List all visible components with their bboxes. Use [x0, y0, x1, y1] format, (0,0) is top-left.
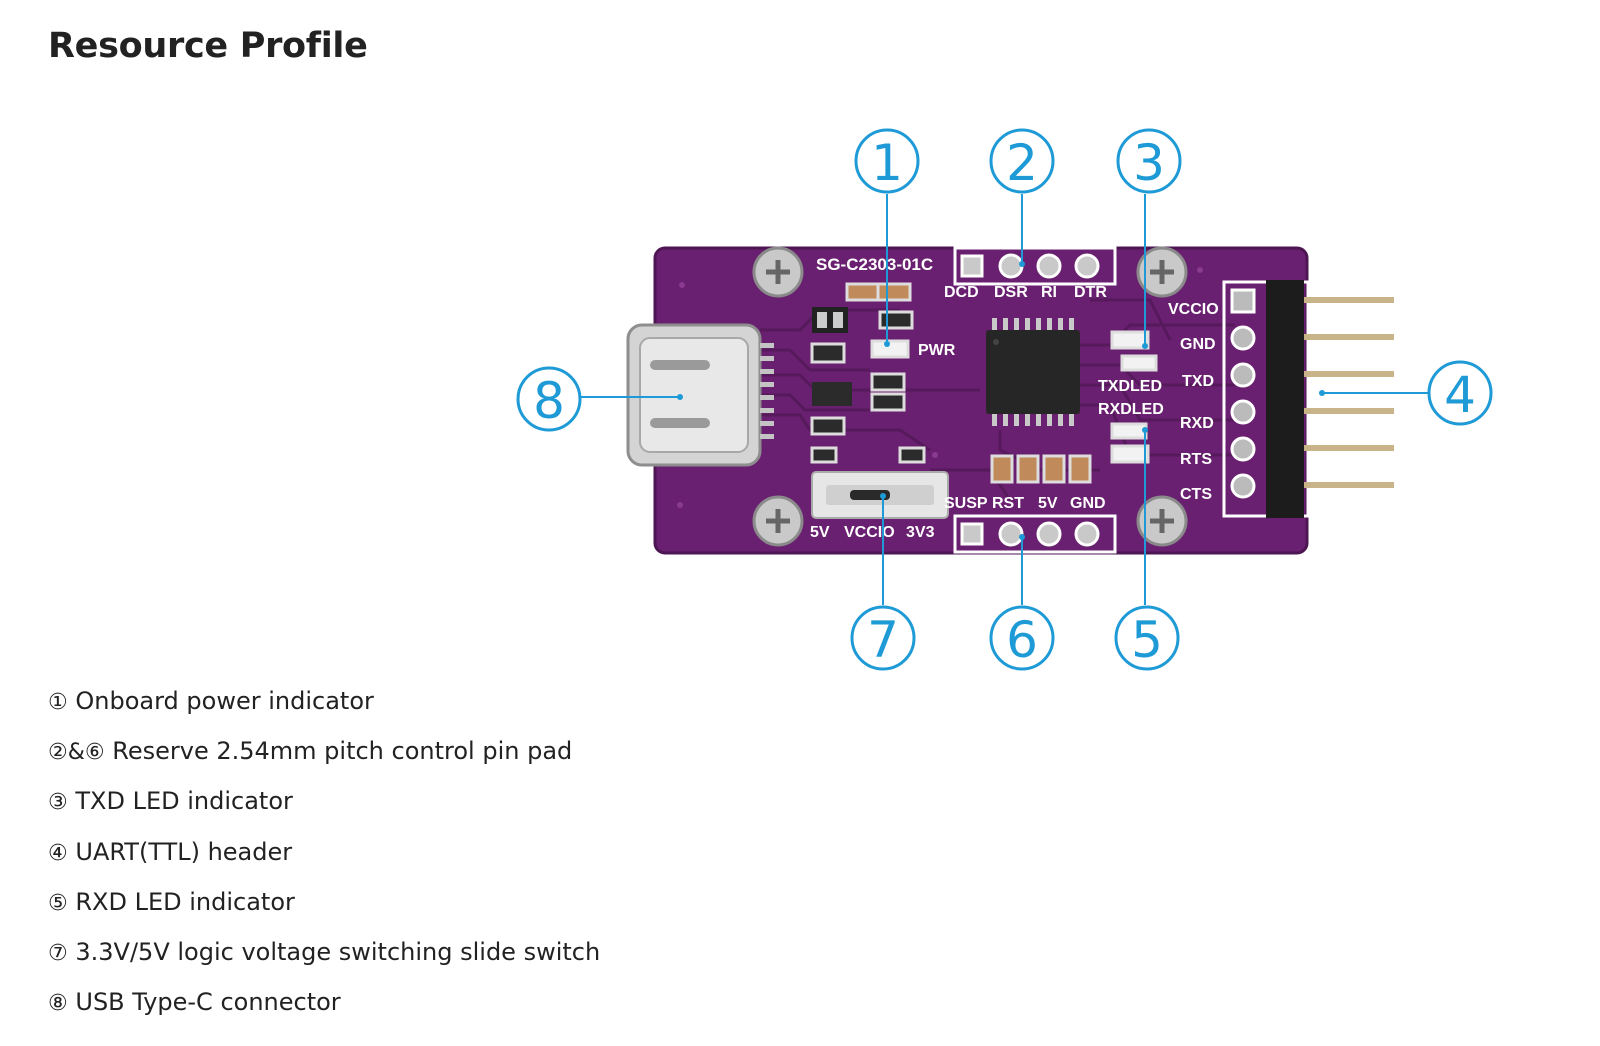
- callout-7-number: 7: [867, 611, 899, 669]
- resource-marker: ④: [48, 840, 68, 866]
- resource-marker: ⑤: [48, 890, 68, 916]
- uart-pin-label-vccio: VCCIO: [1168, 301, 1219, 318]
- callout-leaders: [581, 194, 1428, 605]
- top-pin-label-dtr: DTR: [1074, 284, 1107, 301]
- screw-icon: [752, 495, 804, 547]
- bottom-pin-pads: [953, 514, 1117, 554]
- callout-2-number: 2: [1006, 134, 1038, 192]
- callout-6-circle: [989, 605, 1055, 671]
- resource-text: RXD LED indicator: [75, 887, 295, 916]
- callout-3-circle: [1116, 128, 1182, 194]
- switch-label-vccio: VCCIO: [844, 524, 895, 541]
- resource-text: USB Type-C connector: [75, 988, 341, 1017]
- resource-item: ③ TXD LED indicator: [48, 776, 600, 826]
- uart-pin-label-gnd: GND: [1180, 336, 1216, 353]
- resource-item: ⑧ USB Type-C connector: [48, 977, 600, 1027]
- resource-item: ②&⑥ Reserve 2.54mm pitch control pin pad: [48, 726, 600, 776]
- screw-icon: [1136, 246, 1188, 298]
- bottom-pin-label-susp: SUSP: [944, 495, 988, 512]
- callout-3-number: 3: [1133, 134, 1165, 192]
- uart-pin-label-rts: RTS: [1180, 451, 1212, 468]
- callout-5-circle: [1114, 605, 1180, 671]
- switch-label-3v3: 3V3: [906, 524, 935, 541]
- resource-marker: ③: [48, 790, 68, 816]
- uart-pin-label-txd: TXD: [1182, 373, 1214, 390]
- resource-item: ⑤ RXD LED indicator: [48, 877, 600, 927]
- bottom-pin-label-rst: RST: [992, 495, 1024, 512]
- resource-list: ① Onboard power indicator ②&⑥ Reserve 2.…: [48, 676, 600, 1027]
- resource-marker: ⑧: [48, 991, 68, 1017]
- page-title: Resource Profile: [48, 26, 368, 66]
- board-figure: SG-C2303-01C PWR DCD DSR RI DTR SUSP RST…: [516, 128, 1493, 671]
- smd-components: [810, 282, 1158, 484]
- resource-text: TXD LED indicator: [75, 787, 293, 816]
- resource-text: 3.3V/5V logic voltage switching slide sw…: [75, 937, 601, 966]
- txd-led-label: TXDLED: [1098, 378, 1162, 395]
- pwr-label: PWR: [918, 342, 956, 359]
- callout-dots: [677, 261, 1325, 540]
- callout-4-circle: [1427, 360, 1493, 426]
- uart-pin-label-rxd: RXD: [1180, 415, 1214, 432]
- resource-item: ① Onboard power indicator: [48, 676, 600, 726]
- resource-text: Onboard power indicator: [75, 687, 374, 715]
- pl2303-chip: [986, 318, 1080, 426]
- board-diagram: SG-C2303-01C PWR DCD DSR RI DTR SUSP RST…: [516, 128, 1493, 671]
- top-pin-label-ri: RI: [1041, 284, 1057, 301]
- top-pin-label-dcd: DCD: [944, 284, 979, 301]
- resource-marker: ②&⑥: [48, 740, 105, 766]
- callout-2-circle: [989, 128, 1055, 194]
- resource-marker: ⑦: [48, 940, 68, 966]
- uart-pin-label-cts: CTS: [1180, 486, 1212, 503]
- resource-text: Reserve 2.54mm pitch control pin pad: [112, 737, 573, 766]
- resource-item: ④ UART(TTL) header: [48, 827, 600, 877]
- bottom-pin-label-gnd: GND: [1070, 495, 1106, 512]
- board-model-label: SG-C2303-01C: [816, 255, 933, 274]
- rxd-led-label: RXDLED: [1098, 401, 1164, 418]
- callout-4-number: 4: [1444, 366, 1476, 424]
- resource-marker: ①: [48, 690, 68, 715]
- switch-label-5v: 5V: [810, 524, 830, 541]
- resource-text: UART(TTL) header: [75, 837, 293, 866]
- callout-5-number: 5: [1131, 611, 1163, 669]
- callout-7-circle: [850, 605, 916, 671]
- screw-icon: [752, 246, 804, 298]
- screw-icon: [1136, 495, 1188, 547]
- pcb-traces: [760, 298, 1235, 501]
- callout-1-number: 1: [871, 134, 903, 192]
- usb-c-connector: [626, 323, 774, 467]
- resource-item: ⑦ 3.3V/5V logic voltage switching slide …: [48, 927, 600, 977]
- uart-header: [1222, 280, 1394, 518]
- top-pin-pads: [953, 246, 1117, 286]
- slide-switch: [811, 471, 949, 519]
- callout-1-circle: [854, 128, 920, 194]
- callout-6-number: 6: [1006, 611, 1038, 669]
- callout-8-number: 8: [533, 372, 565, 430]
- bottom-pin-label-5v: 5V: [1038, 495, 1058, 512]
- callout-8-circle: [516, 366, 582, 432]
- top-pin-label-dsr: DSR: [994, 284, 1028, 301]
